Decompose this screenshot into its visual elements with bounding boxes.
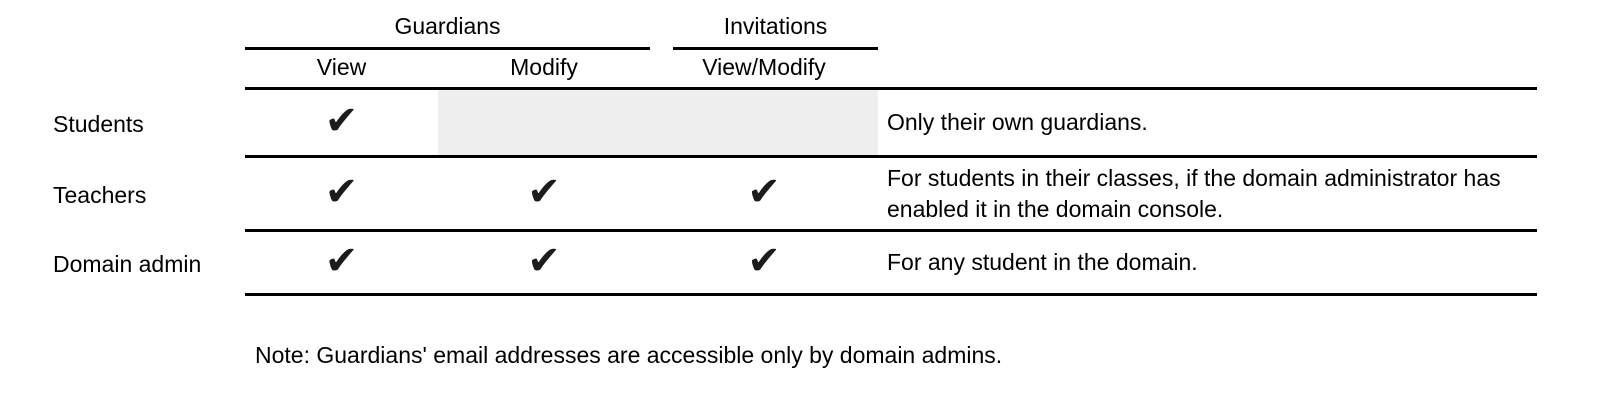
cell-domain-admin-guardians-modify: ✔ [438, 232, 650, 296]
note-teachers: For students in their classes, if the do… [878, 158, 1537, 232]
column-group-guardians-label-wrap: Guardians [245, 8, 650, 50]
column-group-invitations-label-wrap: Invitations [673, 8, 878, 50]
column-group-guardians-label: Guardians [394, 13, 501, 39]
checkmark-icon: ✔ [747, 237, 781, 284]
column-group-invitations-label: Invitations [723, 13, 828, 39]
column-header-view-modify: View/Modify [650, 50, 878, 90]
cell-students-guardians-view: ✔ [245, 90, 438, 158]
cell-teachers-invitations-view-modify: ✔ [650, 158, 878, 232]
note-students-text: Only their own guardians. [887, 109, 1148, 135]
cell-students-guardians-modify [438, 90, 650, 158]
note-teachers-text: For students in their classes, if the do… [887, 164, 1501, 222]
checkmark-icon: ✔ [747, 168, 781, 215]
note-domain-admin: For any student in the domain. [878, 232, 1537, 296]
header-corner-spacer [0, 50, 245, 90]
footnote: Note: Guardians' email addresses are acc… [255, 342, 1003, 368]
cell-teachers-guardians-modify: ✔ [438, 158, 650, 232]
cell-teachers-guardians-view: ✔ [245, 158, 438, 232]
cell-domain-admin-guardians-view: ✔ [245, 232, 438, 296]
cell-domain-admin-invitations-view-modify: ✔ [650, 232, 878, 296]
column-group-invitations: Invitations [650, 8, 878, 50]
column-group-guardians: Guardians [245, 8, 650, 50]
column-header-view: View [245, 50, 438, 90]
checkmark-icon: ✔ [324, 168, 359, 215]
permissions-table: Guardians Invitations View Modify View/M… [0, 8, 1537, 296]
note-students: Only their own guardians. [878, 90, 1537, 158]
cell-students-invitations-view-modify [650, 90, 878, 158]
column-header-notes-spacer [878, 50, 1537, 90]
row-label-teachers: Teachers [53, 181, 147, 208]
row-label-students: Students [53, 110, 144, 137]
checkmark-icon: ✔ [324, 237, 359, 284]
checkmark-icon: ✔ [324, 97, 359, 144]
checkmark-icon: ✔ [527, 237, 561, 284]
row-label-domain-admin: Domain admin [53, 250, 202, 277]
checkmark-icon: ✔ [527, 168, 561, 215]
column-header-modify: Modify [438, 50, 650, 90]
note-domain-admin-text: For any student in the domain. [887, 249, 1198, 275]
